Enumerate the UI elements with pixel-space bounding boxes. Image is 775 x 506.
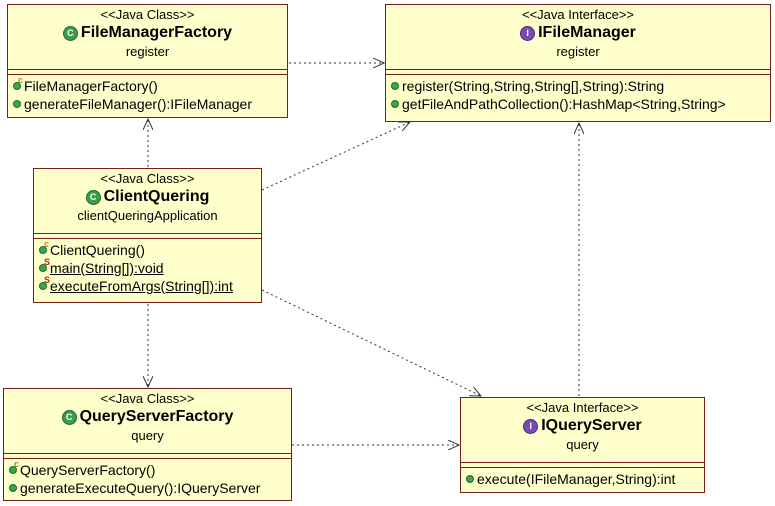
compartment-divider (461, 462, 704, 468)
operation-signature: executeFromArgs(String[]):int (50, 278, 233, 294)
public-method-icon (39, 264, 47, 272)
constructor-marker-icon: c (18, 75, 24, 85)
operation-signature: QueryServerFactory() (20, 462, 156, 478)
class-badge-icon: C (62, 26, 78, 41)
operation-signature: main(String[]):void (50, 260, 164, 276)
stereotype-label: <<Java Class>> (100, 171, 195, 186)
operation-signature: generateFileManager():IFileManager (24, 96, 252, 112)
static-marker-icon: S (44, 275, 51, 285)
public-method-icon (13, 82, 21, 90)
compartment-divider (386, 69, 770, 75)
public-method-icon (466, 475, 474, 483)
stereotype-label: <<Java Class>> (100, 7, 195, 22)
compartment-divider (34, 233, 261, 239)
class-name: IQueryServer (541, 417, 642, 434)
public-method-icon (39, 282, 47, 290)
public-method-icon (39, 246, 47, 254)
public-method-icon (9, 484, 17, 492)
class-name: IFileManager (538, 24, 636, 41)
compartment-divider (4, 453, 291, 459)
public-method-icon (391, 100, 399, 108)
constructor-marker-icon: c (14, 459, 20, 469)
public-method-icon (391, 82, 399, 90)
package-label: query (566, 437, 599, 452)
package-label: register (556, 44, 600, 59)
operation-signature: register(String,String,String[],String):… (402, 78, 665, 94)
operation-item[interactable]: generateExecuteQuery():IQueryServer (8, 479, 287, 497)
stereotype-label: <<Java Interface>> (521, 7, 635, 22)
dependency-client-to-ifilemanager (261, 122, 410, 191)
operation-item[interactable]: execute(IFileManager,String):int (465, 470, 700, 488)
operation-item[interactable]: generateFileManager():IFileManager (12, 95, 283, 113)
constructor-marker-icon: c (44, 239, 50, 249)
dependency-client-to-iqueryserver (261, 289, 481, 396)
package-label: query (131, 428, 164, 443)
package-label: register (125, 44, 170, 59)
operations-compartment: execute(IFileManager,String):int (461, 468, 704, 490)
class-name: FileManagerFactory (80, 24, 233, 41)
operation-signature: execute(IFileManager,String):int (477, 471, 676, 487)
operation-signature: generateExecuteQuery():IQueryServer (20, 480, 261, 496)
operation-signature: ClientQuering() (50, 242, 145, 258)
class-name: ClientQuering (103, 188, 210, 205)
static-marker-icon: S (44, 257, 51, 267)
stereotype-label: <<Java Interface>> (526, 400, 639, 415)
compartment-divider (8, 69, 287, 75)
public-method-icon (13, 100, 21, 108)
class-name: QueryServerFactory (79, 408, 234, 425)
package-label: clientQueringApplication (77, 208, 218, 223)
public-method-icon (9, 466, 17, 474)
operations-compartment: register(String,String,String[],String):… (386, 75, 770, 115)
class-badge-icon: C (61, 410, 77, 425)
stereotype-label: <<Java Class>> (100, 391, 195, 406)
class-badge-icon: C (85, 190, 101, 205)
operation-signature: FileManagerFactory() (24, 78, 158, 94)
operation-item[interactable]: getFileAndPathCollection():HashMap<Strin… (390, 95, 766, 113)
operation-signature: getFileAndPathCollection():HashMap<Strin… (402, 96, 726, 112)
interface-badge-icon: I (520, 26, 536, 41)
operation-item[interactable]: register(String,String,String[],String):… (390, 77, 766, 95)
interface-badge-icon: I (523, 419, 539, 434)
